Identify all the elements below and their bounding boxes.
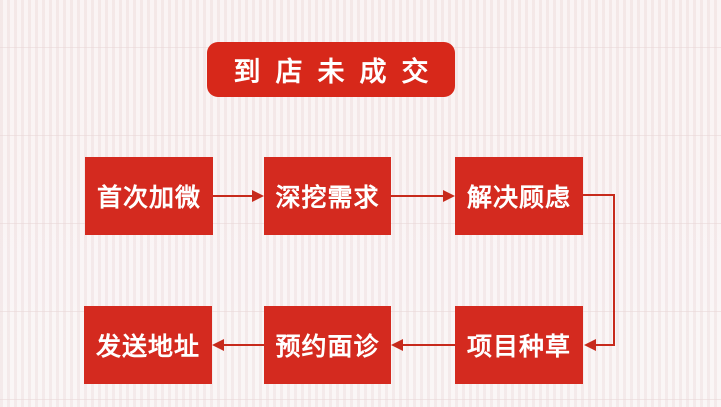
arrow-line — [402, 344, 455, 346]
arrowhead-left-icon — [584, 339, 596, 351]
connector-top-segment — [583, 194, 615, 196]
arrowhead-right-icon — [443, 190, 455, 202]
step-send-address: 发送地址 — [84, 306, 212, 384]
arrowhead-left-icon — [212, 339, 224, 351]
connector-vertical-segment — [613, 194, 615, 346]
step-label: 发送地址 — [95, 333, 200, 361]
arrow-line — [391, 195, 444, 197]
step-label: 首次加微 — [96, 184, 201, 212]
arrow-line — [213, 195, 253, 197]
step-label: 解决顾虑 — [466, 184, 571, 212]
step-first-wechat-add: 首次加微 — [85, 157, 213, 235]
step-label: 预约面诊 — [275, 333, 380, 361]
flow-title-label: 到店未成交 — [233, 57, 444, 87]
arrowhead-left-icon — [391, 339, 403, 351]
arrow-line — [224, 344, 264, 346]
connector-bottom-segment — [595, 344, 615, 346]
step-label: 深挖需求 — [275, 184, 380, 212]
step-label: 项目种草 — [466, 333, 571, 361]
step-resolve-concerns: 解决顾虑 — [455, 157, 583, 235]
step-project-seeding: 项目种草 — [455, 306, 583, 384]
step-book-consultation: 预约面诊 — [264, 306, 391, 384]
arrowhead-right-icon — [252, 190, 264, 202]
flow-title-banner: 到店未成交 — [207, 42, 455, 97]
step-dig-needs: 深挖需求 — [264, 157, 391, 235]
